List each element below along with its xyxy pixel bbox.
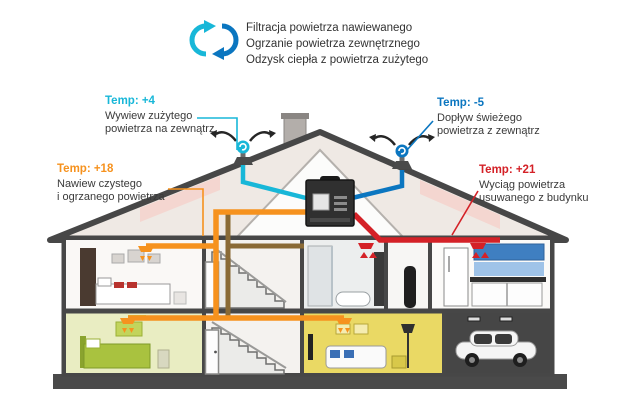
extract-duct — [352, 212, 500, 243]
return-duct — [225, 212, 304, 318]
callout-exhaust-out: Temp: +4 Wywiew zużytego powietrza na ze… — [105, 95, 214, 137]
bathroom-furniture — [307, 245, 384, 307]
supply-diffusers — [120, 246, 352, 333]
heat-recovery-cycle-icon — [189, 20, 239, 60]
temp-label: Temp: +18 — [57, 163, 114, 175]
door-lower — [204, 329, 220, 375]
callout-connectors — [168, 117, 479, 236]
legend-line: Filtracja powietrza nawiewanego — [246, 22, 413, 34]
ground — [53, 374, 567, 389]
callout-line: i ogrzanego powietrza — [57, 191, 165, 203]
temp-label: Temp: +21 — [479, 164, 536, 176]
temp-label: Temp: +4 — [105, 95, 155, 107]
roof-vent-exhaust-icon — [210, 130, 276, 165]
legend-text: Filtracja powietrza nawiewanego Ogrzanie… — [246, 20, 428, 68]
legend-line: Ogrzanie powietrza zewnętrznego — [246, 38, 420, 50]
living-room-furniture — [308, 323, 415, 369]
fresh-air-duct — [351, 170, 405, 201]
callout-fresh-in: Temp: -5 Dopływ świeżego powietrza z zew… — [437, 97, 540, 139]
callout-line: Wywiew zużytego — [105, 109, 193, 122]
bedroom-green-furniture — [80, 315, 170, 369]
heat-recovery-unit — [305, 176, 355, 227]
vase — [404, 266, 416, 308]
callout-line: powietrza z zewnątrz — [437, 125, 540, 137]
legend-line: Odzysk ciepła z powietrza zużytego — [246, 54, 429, 66]
garage-contents — [455, 316, 537, 367]
callout-line: usuwanego z budynku — [479, 192, 589, 204]
insulation-left — [140, 176, 220, 222]
supply-duct — [128, 209, 344, 321]
interior-walls — [202, 238, 446, 374]
callout-supply-in: Temp: +18 Nawiew czystego i ogrzanego po… — [57, 163, 165, 205]
extract-grilles — [358, 243, 489, 258]
callout-line: Dopływ świeżego — [437, 111, 522, 124]
bedroom-upper-furniture — [80, 248, 187, 306]
callout-extract: Temp: +21 Wyciąg powietrza usuwanego z b… — [479, 164, 588, 206]
insulation-right — [420, 180, 500, 229]
exhaust-duct — [240, 165, 307, 201]
callout-line: powietrza na zewnątrz — [105, 123, 215, 135]
callout-line: Nawiew czystego — [57, 177, 142, 190]
kitchen-furniture — [443, 243, 546, 307]
temp-label: Temp: -5 — [437, 97, 485, 109]
car — [455, 330, 537, 367]
staircase — [204, 245, 287, 375]
callout-line: Wyciąg powietrza — [479, 178, 566, 191]
ductwork — [128, 165, 500, 321]
